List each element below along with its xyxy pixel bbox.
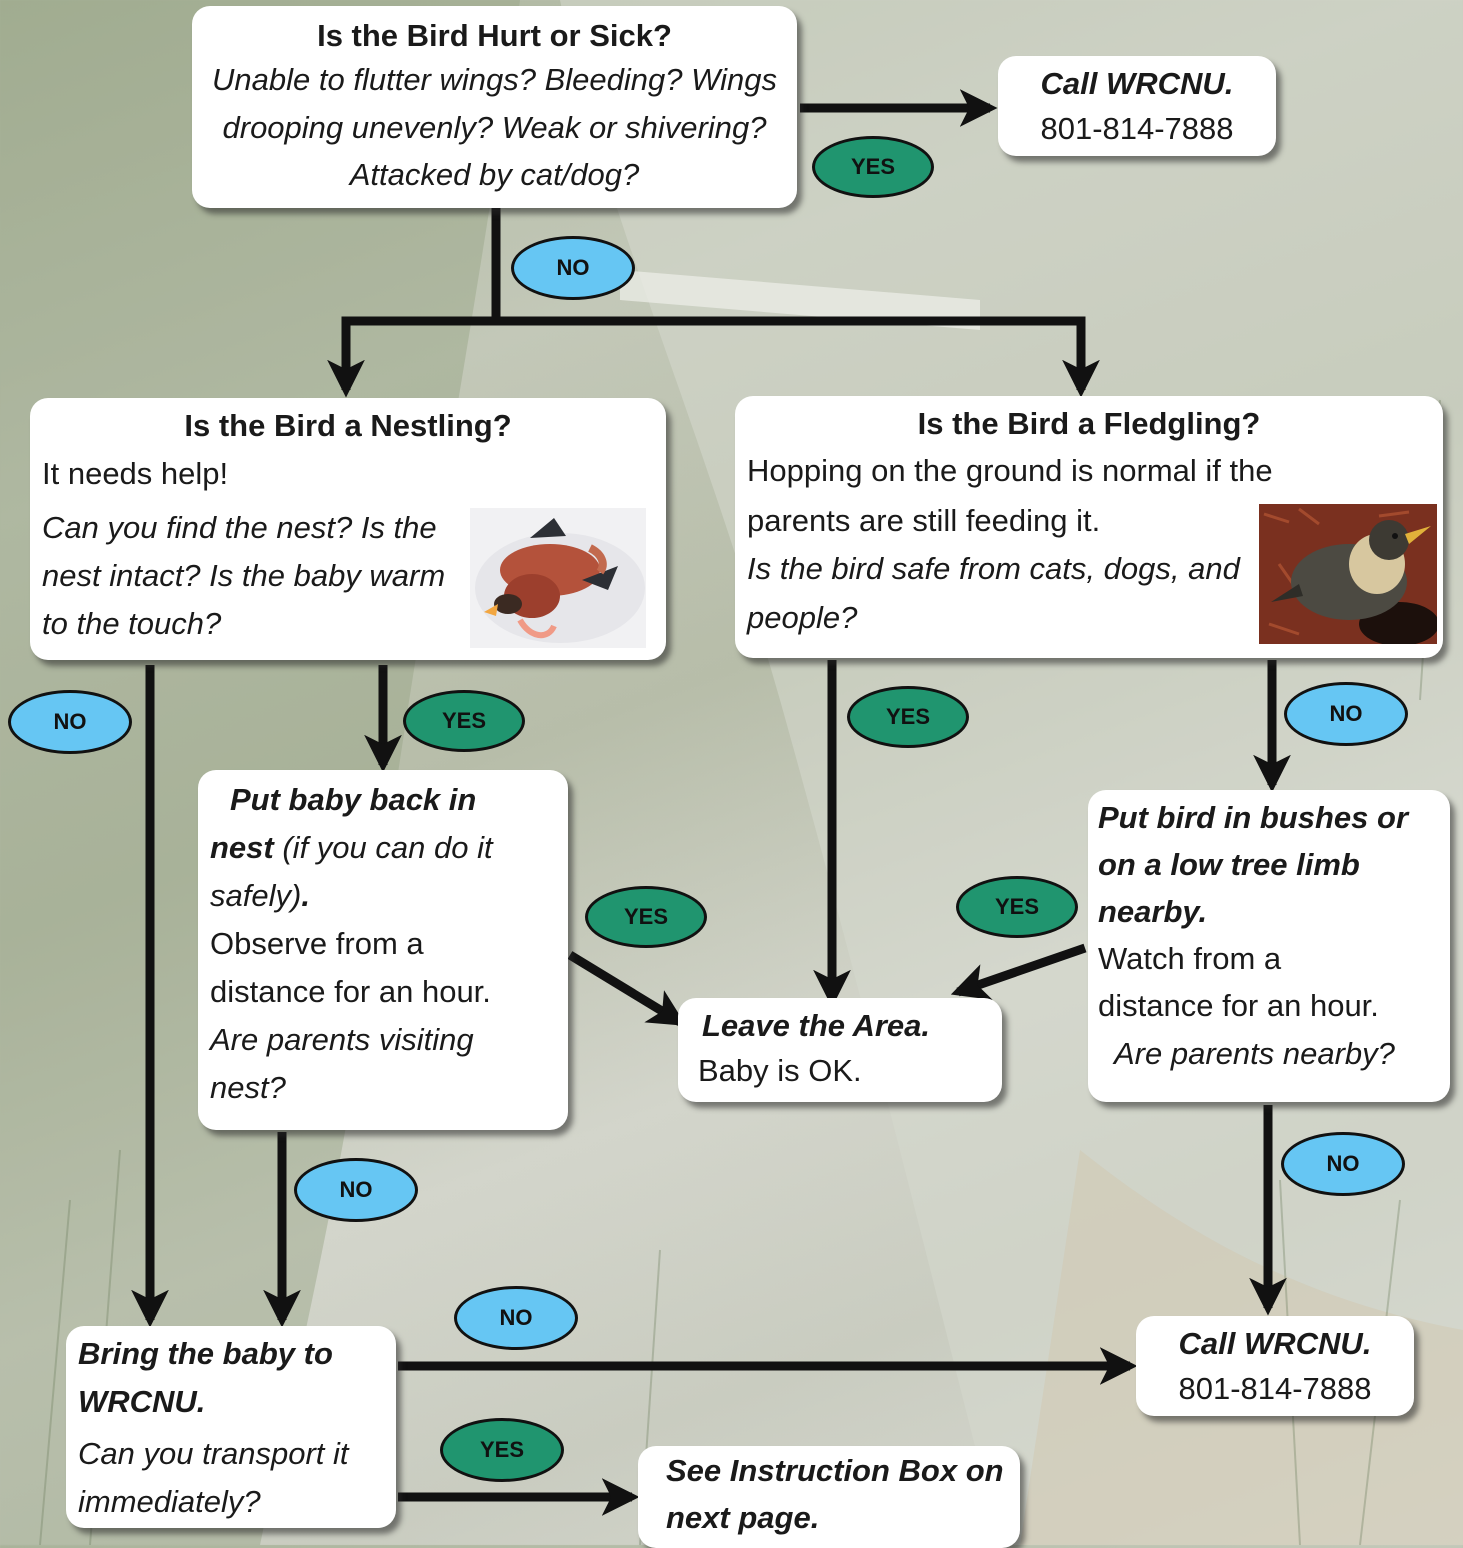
fledgling-box: Is the Bird a Fledgling? Hopping on the … xyxy=(735,396,1443,658)
nestling-question: Can you find the nest? Is the nest intac… xyxy=(42,510,446,642)
bushes-question: Are parents nearby? xyxy=(1114,1035,1395,1071)
bushes-text: Watch from a distance for an hour. xyxy=(1098,941,1379,1024)
no-badge-nestling: NO xyxy=(8,690,132,754)
no-badge-bring: NO xyxy=(454,1286,578,1350)
put-back-action-end: . xyxy=(301,878,310,914)
hurt-or-sick-title: Is the Bird Hurt or Sick? xyxy=(317,18,672,53)
no-badge-hurt: NO xyxy=(511,236,635,300)
bushes-action: Put bird in bushes or on a low tree limb… xyxy=(1098,800,1409,930)
bring-question: Can you transport it immediately? xyxy=(78,1436,349,1520)
arrow-hurt-to-nestling xyxy=(327,205,501,398)
yes-badge-fledgling: YES xyxy=(847,686,969,748)
yes-badge-nest: YES xyxy=(585,886,707,948)
fledgling-question: Is the bird safe from cats, dogs, and pe… xyxy=(747,551,1240,635)
call-wrcnu-top-phone: 801-814-7888 xyxy=(1040,110,1234,146)
arrow-bushes-yes-to-leave xyxy=(950,943,1087,1000)
put-back-action: Put baby back in nest (if you can do it … xyxy=(210,776,556,920)
fledgling-title: Is the Bird a Fledgling? xyxy=(917,406,1261,441)
call-wrcnu-bottom-phone: 801-814-7888 xyxy=(1178,1370,1372,1406)
leave-text: Baby is OK. xyxy=(698,1052,862,1088)
leave-action: Leave the Area. xyxy=(702,1008,931,1043)
see-instruction-box: See Instruction Box on next page. xyxy=(638,1446,1020,1548)
put-back-action-nest: nest xyxy=(210,830,274,866)
yes-badge-nestling: YES xyxy=(403,690,525,752)
see-action: See Instruction Box on next page. xyxy=(666,1453,1004,1535)
nestling-box: Is the Bird a Nestling? It needs help! C… xyxy=(30,398,666,660)
fledgling-robin-photo xyxy=(1259,504,1437,644)
hurt-or-sick-question: Unable to flutter wings? Bleeding? Wings… xyxy=(212,62,777,193)
put-back-action-line: Put baby back in xyxy=(230,782,477,817)
put-in-bushes-box: Put bird in bushes or on a low tree limb… xyxy=(1088,790,1450,1102)
fledgling-text: Hopping on the ground is normal if the p… xyxy=(747,453,1273,538)
arrow-hurt-to-fledgling xyxy=(496,316,1100,398)
nestling-bird-photo xyxy=(470,508,646,648)
arrow-nest-yes-to-leave xyxy=(567,951,687,1026)
no-badge-fledgling: NO xyxy=(1284,682,1408,746)
nestling-title: Is the Bird a Nestling? xyxy=(184,408,512,443)
no-badge-bushes: NO xyxy=(1281,1132,1405,1196)
yes-badge-bring: YES xyxy=(440,1418,564,1482)
bring-baby-box: Bring the baby to WRCNU. Can you transpo… xyxy=(66,1326,396,1528)
bring-action: Bring the baby to WRCNU. xyxy=(78,1336,333,1420)
put-back-text: Observe from a distance for an hour. xyxy=(210,926,491,1010)
put-back-action-note: (if you can do it safely) xyxy=(210,830,493,914)
leave-the-area-box: Leave the Area. Baby is OK. xyxy=(678,998,1002,1102)
put-back-question: Are parents visiting nest? xyxy=(210,1022,474,1106)
yes-badge-hurt: YES xyxy=(812,136,934,198)
no-badge-nest: NO xyxy=(294,1158,418,1222)
hurt-or-sick-box: Is the Bird Hurt or Sick? Unable to flut… xyxy=(192,6,797,208)
call-wrcnu-bottom-action: Call WRCNU. xyxy=(1178,1326,1372,1361)
put-back-in-nest-box: Put baby back in nest (if you can do it … xyxy=(198,770,568,1130)
nestling-text: It needs help! xyxy=(42,456,229,492)
call-wrcnu-top-box: Call WRCNU. 801-814-7888 xyxy=(998,56,1276,156)
call-wrcnu-top-action: Call WRCNU. xyxy=(1040,66,1234,101)
yes-badge-bushes: YES xyxy=(956,876,1078,938)
call-wrcnu-bottom-box: Call WRCNU. 801-814-7888 xyxy=(1136,1316,1414,1416)
